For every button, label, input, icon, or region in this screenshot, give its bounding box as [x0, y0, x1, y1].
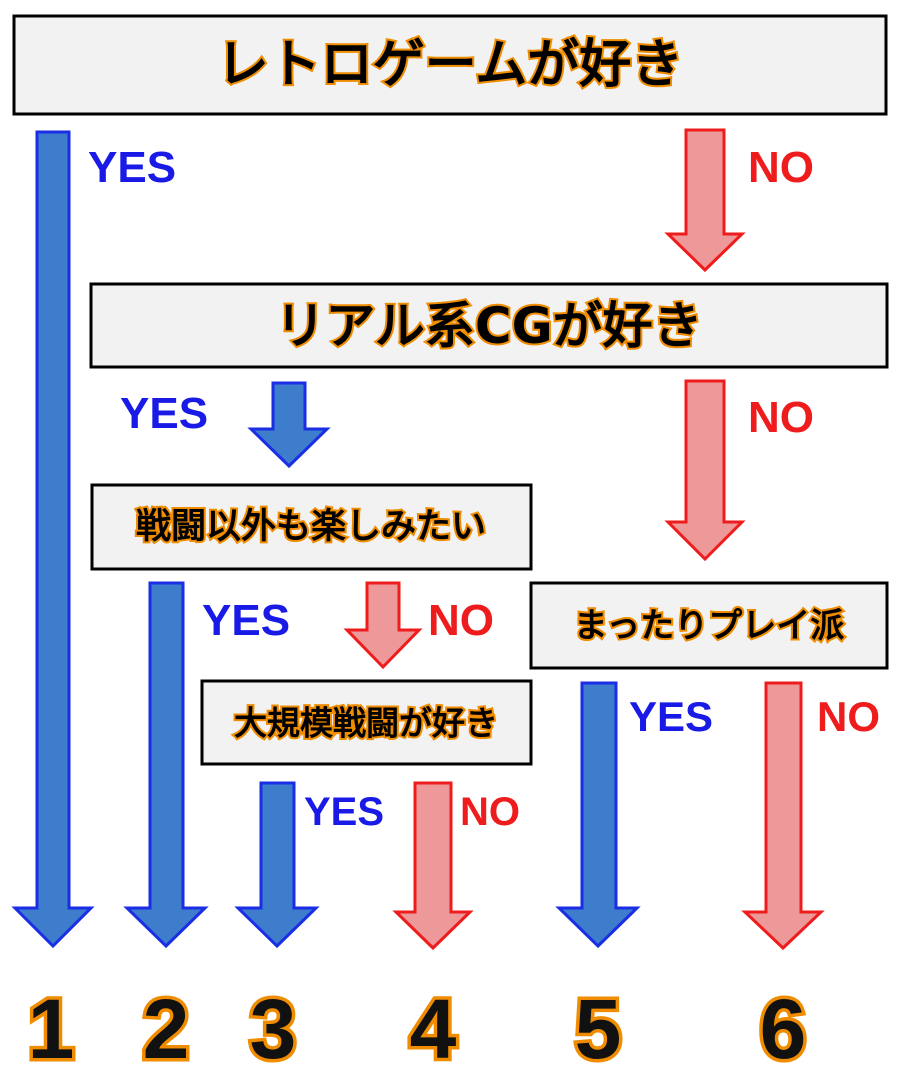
question-text: 戦闘以外も楽しみたい	[136, 507, 486, 547]
no-label: NO	[817, 693, 880, 740]
question-text: まったりプレイ派	[574, 606, 845, 646]
no-label: NO	[460, 790, 520, 834]
question-beyond-combat: 戦闘以外も楽しみたい	[90, 483, 533, 571]
result-number-6: 6	[760, 982, 807, 1076]
result-number-3: 3	[250, 982, 297, 1076]
result-number-5: 5	[575, 982, 622, 1076]
yes-label: YES	[304, 790, 384, 834]
result-number-4: 4	[410, 982, 457, 1076]
yes-arrow-to-1	[11, 130, 95, 949]
question-large-battles: 大規模戦闘が好き	[200, 679, 533, 766]
question-retro-game: レトロゲームが好き	[12, 14, 888, 116]
yes-label: YES	[202, 596, 290, 645]
no-arrow-to-6	[741, 681, 825, 951]
yes-arrow-q2-to-q3	[247, 381, 331, 469]
question-text: リアル系CGが好き	[275, 297, 702, 355]
yes-arrow-to-3	[234, 781, 320, 949]
question-text: 大規模戦闘が好き	[234, 704, 498, 743]
no-label: NO	[428, 596, 494, 645]
question-box	[200, 679, 533, 766]
question-text: レトロゲームが好き	[217, 35, 683, 95]
yes-label: YES	[629, 693, 713, 740]
no-arrow-q2-to-q5	[664, 379, 746, 562]
yes-label: YES	[88, 143, 176, 192]
yes-label: YES	[120, 389, 208, 438]
question-box	[89, 282, 889, 369]
no-label: NO	[748, 393, 814, 442]
result-number-2: 2	[143, 982, 190, 1076]
question-real-cg: リアル系CGが好き	[89, 282, 889, 369]
yes-arrow-to-2	[123, 581, 209, 949]
question-box	[90, 483, 533, 571]
no-arrow-to-4	[392, 781, 474, 951]
question-box	[12, 14, 888, 116]
no-label: NO	[748, 143, 814, 192]
question-box	[529, 581, 889, 670]
yes-arrow-to-5	[555, 681, 641, 949]
no-arrow-q3-to-q4	[343, 581, 423, 670]
result-number-1: 1	[28, 982, 75, 1076]
question-relaxed-play: まったりプレイ派	[529, 581, 889, 670]
no-arrow-q1-to-q2	[664, 128, 746, 273]
